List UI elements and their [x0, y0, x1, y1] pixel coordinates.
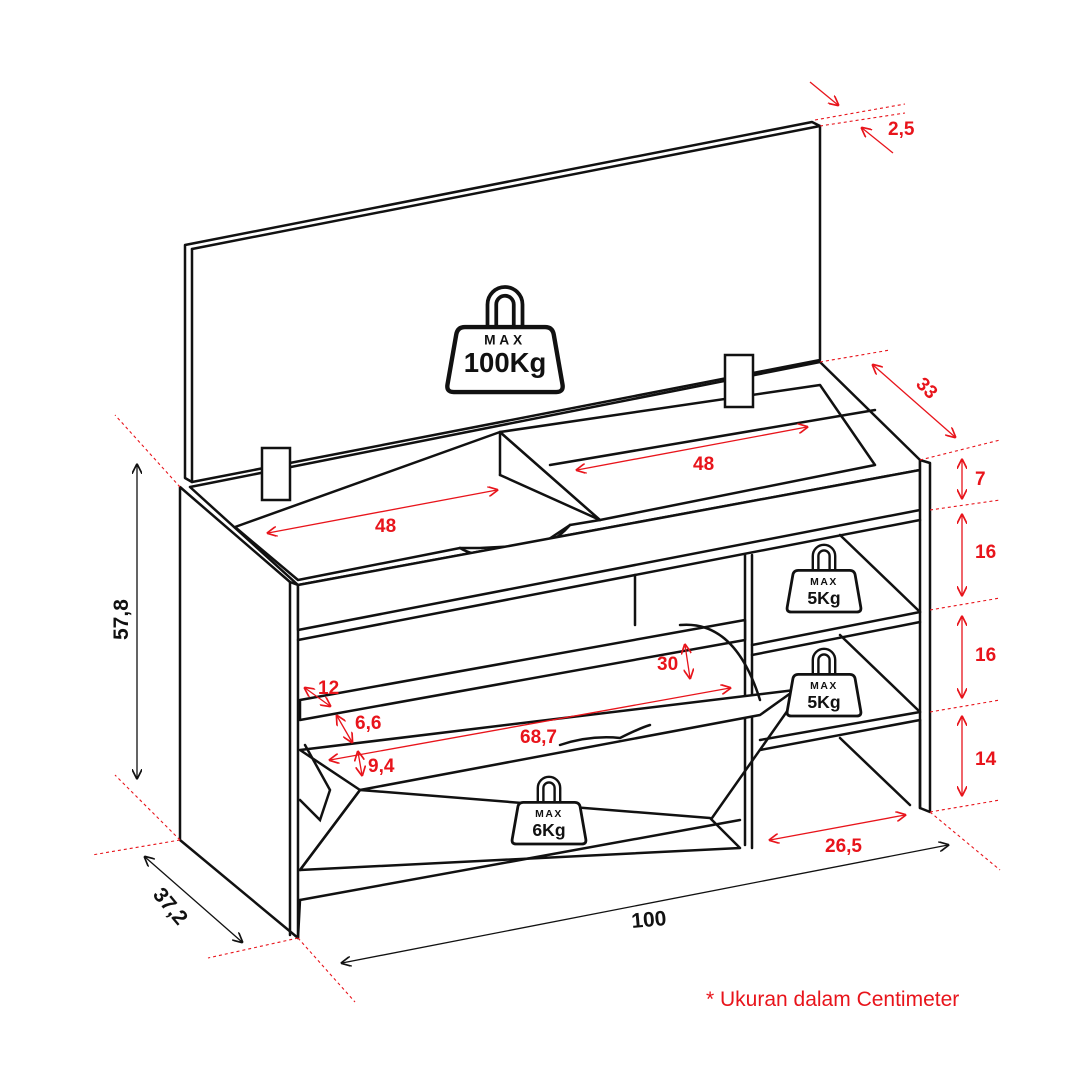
svg-text:100Kg: 100Kg — [464, 347, 547, 378]
svg-text:5Kg: 5Kg — [807, 588, 840, 608]
dim-flap-height: 30 — [657, 654, 678, 675]
dim-total-height: 57,8 — [110, 599, 133, 640]
dim-shelf-2: 16 — [975, 645, 996, 666]
svg-text:MAX: MAX — [810, 681, 838, 692]
svg-text:MAX: MAX — [484, 333, 526, 348]
weight-icon-shelf-2: MAX 5Kg — [785, 647, 863, 718]
svg-text:MAX: MAX — [810, 577, 838, 588]
svg-text:5Kg: 5Kg — [807, 692, 840, 712]
dim-total-width: 100 — [630, 907, 667, 933]
dim-flap-width: 68,7 — [520, 727, 557, 748]
dim-flap-gap-2: 9,4 — [368, 756, 395, 777]
dim-compartment-left: 48 — [375, 516, 396, 537]
dim-total-depth: 37,2 — [148, 883, 192, 929]
weight-icon-shelf-1: MAX 5Kg — [785, 543, 863, 614]
weight-icon-lid: MAX 100Kg — [447, 287, 562, 392]
dim-shelf-1: 16 — [975, 542, 996, 563]
dim-flap-depth: 12 — [318, 678, 339, 699]
dim-lid-thickness: 2,5 — [888, 119, 915, 140]
dimension-lines — [91, 81, 1001, 1003]
lid — [183, 120, 822, 484]
dim-right-width: 26,5 — [825, 836, 862, 857]
dim-compartment-right: 48 — [693, 454, 714, 475]
dim-bottom: 14 — [975, 749, 997, 770]
weight-icon-flap: MAX 6Kg — [510, 775, 588, 846]
svg-text:MAX: MAX — [535, 809, 563, 820]
dim-flap-gap-1: 6,6 — [355, 713, 381, 734]
dim-top-section: 7 — [975, 469, 986, 490]
dim-depth-top: 33 — [911, 374, 941, 404]
svg-text:6Kg: 6Kg — [532, 820, 565, 840]
unit-note: * Ukuran dalam Centimeter — [706, 988, 959, 1011]
